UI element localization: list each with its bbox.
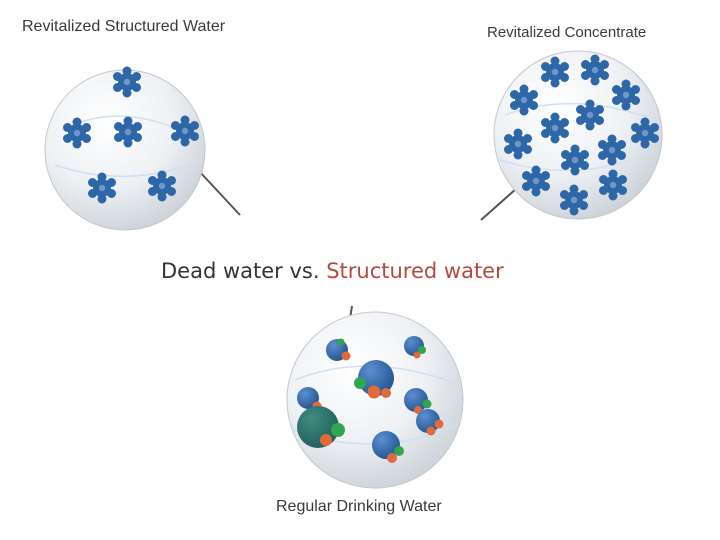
- plain-molecule-icon: [404, 336, 426, 359]
- plain-molecule-icon: [372, 431, 404, 463]
- plain-molecule-icon: [404, 388, 432, 414]
- regular-water-sphere: [286, 305, 464, 489]
- plain-molecule-icon: [416, 409, 444, 436]
- plain-molecule-icon: [354, 360, 394, 399]
- concentrate-sphere: [480, 50, 663, 221]
- caption-dead-water: Dead water vs.: [161, 259, 327, 283]
- pointer-line: [480, 187, 518, 221]
- structured-water-sphere: [44, 66, 241, 231]
- caption-structured-water: Structured water: [326, 259, 504, 283]
- caption: Dead water vs. Structured water: [161, 259, 504, 283]
- concentrate-label: Revitalized Concentrate: [487, 24, 647, 41]
- structured-water-label: Revitalized Structured Water: [22, 18, 226, 35]
- regular-water-label: Regular Drinking Water: [276, 498, 442, 515]
- plain-molecule-icon: [326, 338, 351, 361]
- plain-molecule-icon: [297, 406, 345, 448]
